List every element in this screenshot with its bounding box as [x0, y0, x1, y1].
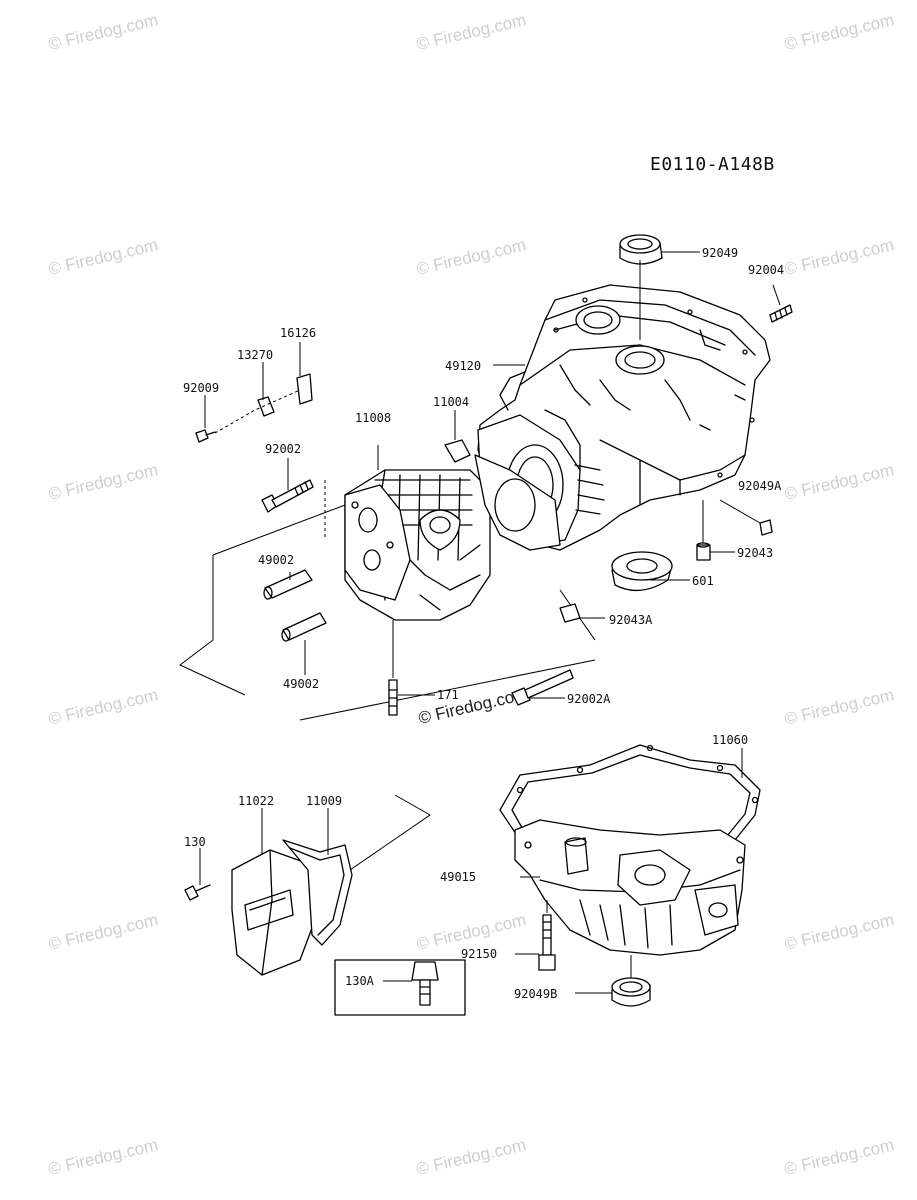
label-11008: 11008: [355, 411, 391, 425]
oil-seal-92049: [619, 234, 663, 265]
bolt-92002: [261, 479, 314, 513]
plate-16126: [296, 373, 313, 405]
label-92002A: 92002A: [567, 692, 611, 706]
label-49002-upper: 49002: [258, 553, 294, 567]
label-92043: 92043: [737, 546, 773, 560]
watermark: © Firedog.com: [47, 910, 160, 954]
leader-line: [214, 389, 301, 434]
watermark: © Firedog.com: [783, 1135, 896, 1179]
label-92049B: 92049B: [514, 987, 557, 1001]
guide-49002-lower: [281, 612, 327, 642]
guide-49002-upper: [263, 569, 313, 600]
watermark: © Firedog.com: [415, 1135, 528, 1179]
watermark: © Firedog.com: [783, 235, 896, 279]
clip-13270: [257, 396, 275, 417]
watermark: © Firedog.com: [47, 460, 160, 504]
label-92049: 92049: [702, 246, 738, 260]
watermark: © Firedog.com: [47, 235, 160, 279]
oil-pan-49015: [514, 819, 746, 956]
bearing-601: [611, 551, 673, 592]
watermark: © Firedog.com: [47, 10, 160, 54]
label-601: 601: [692, 574, 714, 588]
label-130: 130: [184, 835, 206, 849]
label-11060: 11060: [712, 733, 748, 747]
label-11004: 11004: [433, 395, 469, 409]
screw-92009: [195, 429, 216, 443]
bolt-92002A: [511, 669, 574, 706]
label-92009: 92009: [183, 381, 219, 395]
dowel-92043: [696, 542, 711, 561]
watermark: © Firedog.com: [415, 10, 528, 54]
label-16126: 16126: [280, 326, 316, 340]
leader-line: [772, 284, 781, 306]
dowel-92043A: [559, 603, 581, 623]
bolt-92150: [538, 914, 556, 971]
label-171: 171: [437, 688, 459, 702]
watermark: © Firedog.com: [783, 460, 896, 504]
label-92004: 92004: [748, 263, 784, 277]
label-11022: 11022: [238, 794, 274, 808]
watermark: © Firedog.com: [415, 235, 528, 279]
leader-line: [719, 499, 761, 524]
bolt-box-130A: [334, 959, 466, 1016]
watermark: © Firedog.com: [783, 910, 896, 954]
label-92150: 92150: [461, 947, 497, 961]
watermark: © Firedog.com: [47, 1135, 160, 1179]
watermark: © Firedog.com: [47, 685, 160, 729]
label-11009: 11009: [306, 794, 342, 808]
watermark: © Firedog.com: [783, 10, 896, 54]
rocker-cover-11022: [231, 849, 316, 976]
watermark-center: © Firedog.com: [417, 684, 530, 728]
bolt-130: [184, 884, 211, 901]
plug-92049A: [759, 519, 773, 536]
label-130A: 130A: [345, 974, 375, 988]
head-gasket-11004: [444, 439, 561, 551]
stud-92004: [769, 304, 793, 323]
label-49015: 49015: [440, 870, 476, 884]
part-labels: 92049 92004 49120 16126 13270 92009 1100…: [183, 246, 784, 1001]
watermark: © Firedog.com: [783, 685, 896, 729]
label-92043A: 92043A: [609, 613, 653, 627]
label-92002: 92002: [265, 442, 301, 456]
cylinder-head-11008: [344, 469, 491, 621]
label-92049A: 92049A: [738, 479, 782, 493]
diagram-code: E0110-A148B: [650, 154, 775, 175]
label-13270: 13270: [237, 348, 273, 362]
label-49002-lower: 49002: [283, 677, 319, 691]
assembly-frame: [349, 794, 431, 871]
stud-171: [388, 679, 398, 716]
label-49120: 49120: [445, 359, 481, 373]
assembly-frame: [179, 504, 596, 721]
oil-seal-92049B: [611, 977, 651, 1007]
